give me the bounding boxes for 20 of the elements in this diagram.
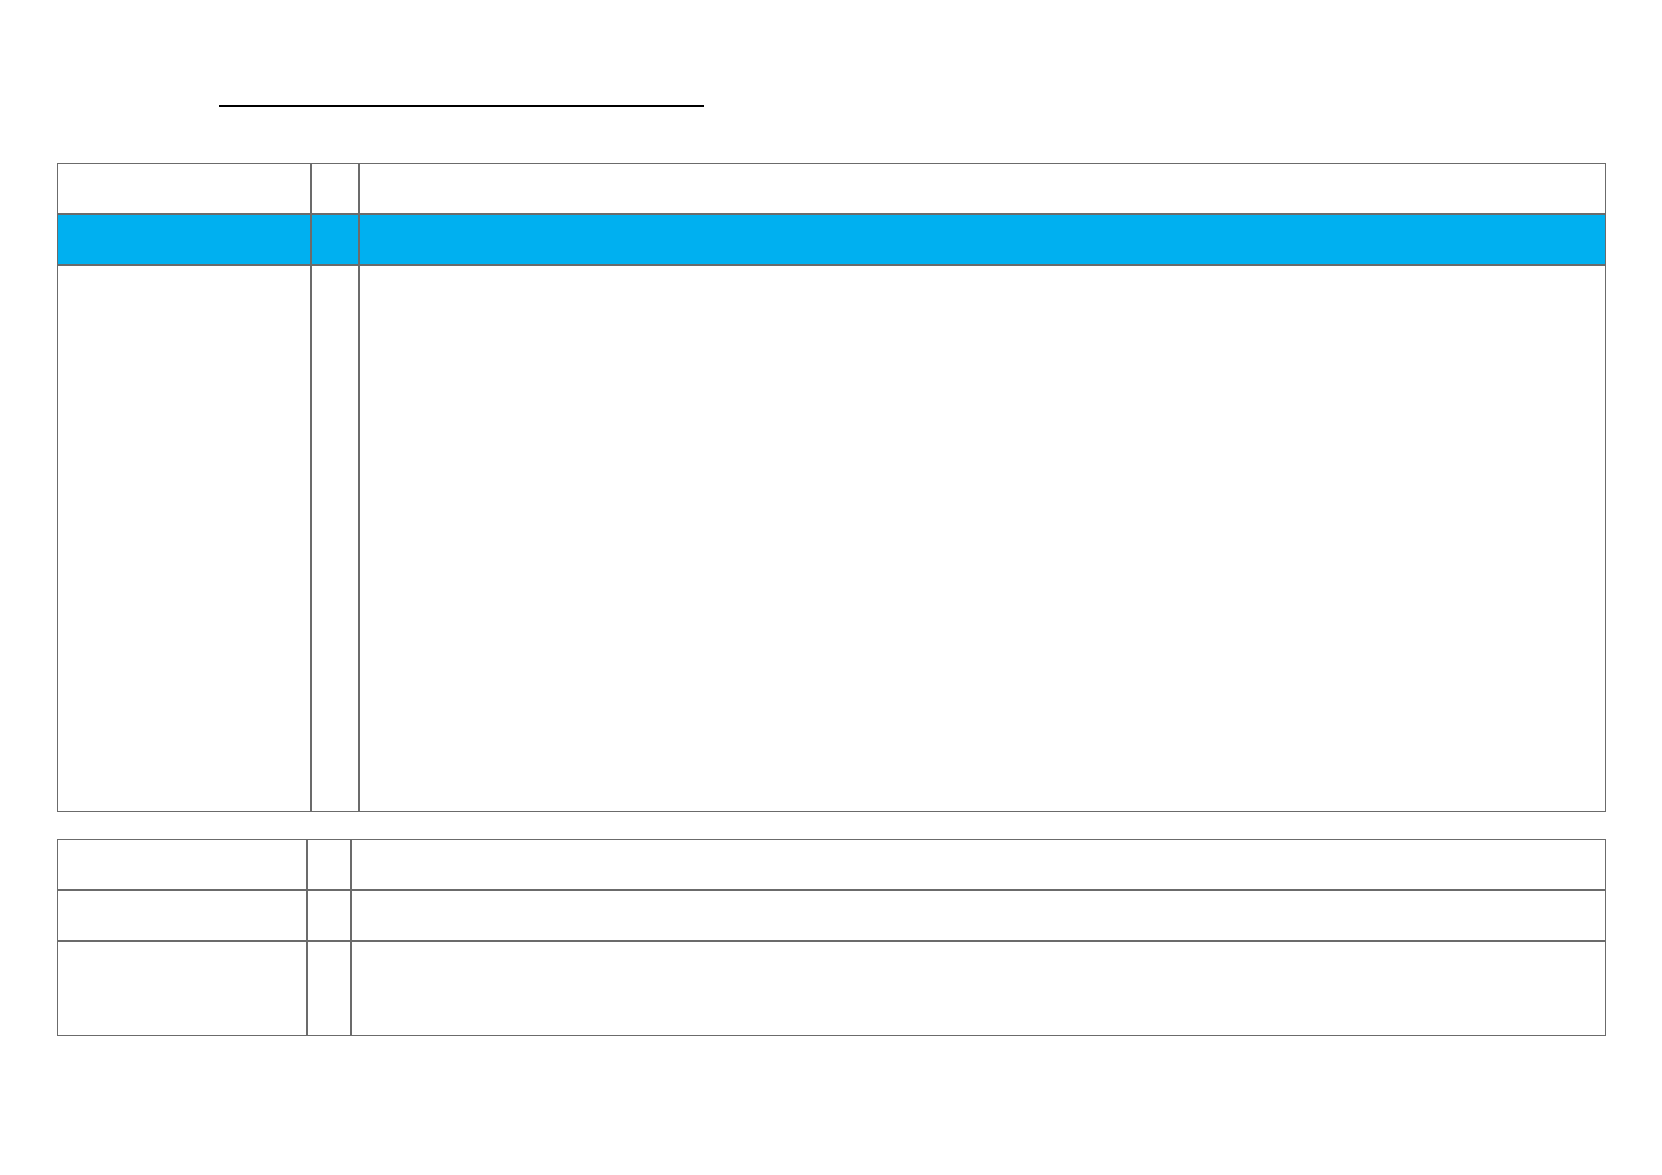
- table-cell: [307, 941, 351, 1036]
- table-cell: [307, 839, 351, 890]
- table-cell: [57, 890, 307, 941]
- table-cell: [359, 163, 1606, 214]
- table-cell: [359, 265, 1606, 812]
- table-cell: [351, 839, 1606, 890]
- table-cell: [311, 163, 359, 214]
- table-frame: [57, 839, 1606, 1036]
- highlighted-table-cell: [57, 214, 311, 265]
- highlighted-table-cell: [311, 214, 359, 265]
- table-cell: [351, 941, 1606, 1036]
- highlighted-table-cell: [359, 214, 1606, 265]
- table-cell: [57, 839, 307, 890]
- table-cell: [57, 941, 307, 1036]
- table-cell: [57, 163, 311, 214]
- table-cell: [351, 890, 1606, 941]
- table-cell: [307, 890, 351, 941]
- table-cell: [311, 265, 359, 812]
- table-frame: [57, 163, 1606, 812]
- table-cell: [57, 265, 311, 812]
